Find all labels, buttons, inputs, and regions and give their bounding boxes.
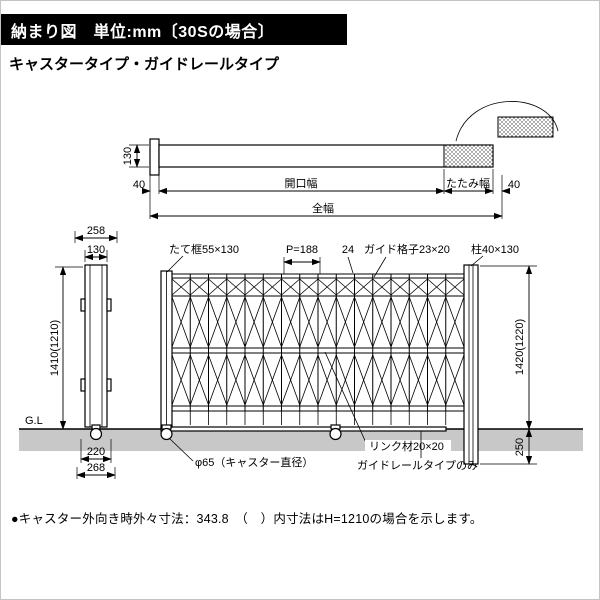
side-dim-height: 1410(1210): [49, 320, 61, 376]
label-post: 柱40×130: [471, 242, 519, 256]
side-view: 258 130 1410(1210) G.L: [25, 225, 118, 479]
title-bar: 納まり図 単位:mm〔30Sの場合〕: [1, 14, 347, 45]
label-stile: たて框55×130: [169, 243, 239, 256]
plan-dim-40-right: 40: [508, 179, 520, 191]
label-caster-dia: φ65（キャスター直径）: [195, 455, 313, 469]
label-lattice: ガイド格子23×20: [364, 242, 450, 256]
side-post: [84, 264, 108, 428]
side-dim-258: 258: [87, 225, 105, 237]
side-dim-268: 268: [87, 462, 105, 474]
gate-lattice: [171, 273, 465, 425]
gate-post: [463, 264, 479, 465]
footnote: ●キャスター外向き時外々寸法：343.8 （ ）内寸法はH=1210の場合を示し…: [11, 512, 483, 526]
guide-rail: [160, 426, 447, 432]
plan-view: 130 40 開口幅 たたみ幅 40 全幅: [122, 101, 559, 220]
label-pitch: P=188: [286, 244, 318, 256]
front-dim-height: 1420(1220): [514, 319, 526, 375]
plan-dim-opening: 開口幅: [285, 177, 318, 190]
label-24: 24: [342, 244, 354, 256]
front-view: たて框55×130 P=188 24 ガイド格子23×20 柱40×130 14…: [160, 242, 537, 472]
plan-dim-total: 全幅: [312, 201, 334, 215]
side-dim-220: 220: [87, 446, 105, 458]
plan-folded-section: [443, 144, 494, 168]
plan-post: [149, 138, 160, 176]
side-caster-wheel: [89, 427, 103, 441]
fold-arc: [455, 101, 559, 142]
front-dim-embed: 250: [514, 438, 526, 456]
label-guiderail-only: ガイドレールタイプのみ: [357, 459, 478, 472]
side-dim-130: 130: [87, 244, 105, 256]
label-link: リンク材20×20: [369, 439, 444, 453]
plan-folded-stack: [497, 116, 554, 138]
front-caster-left: [160, 427, 173, 441]
plan-dim-fold: たたみ幅: [446, 177, 490, 190]
plan-dim-130: 130: [122, 147, 134, 165]
gl-label: G.L: [25, 415, 43, 427]
subtitle: キャスタータイプ・ガイドレールタイプ: [9, 56, 280, 73]
front-caster-mid: [329, 427, 342, 441]
plan-gate-bar: [158, 144, 494, 168]
gate-diagram: 130 40 開口幅 たたみ幅 40 全幅 258: [19, 101, 583, 479]
plan-dim-40-left: 40: [133, 179, 145, 191]
page-title: 納まり図 単位:mm〔30Sの場合〕: [11, 23, 275, 41]
